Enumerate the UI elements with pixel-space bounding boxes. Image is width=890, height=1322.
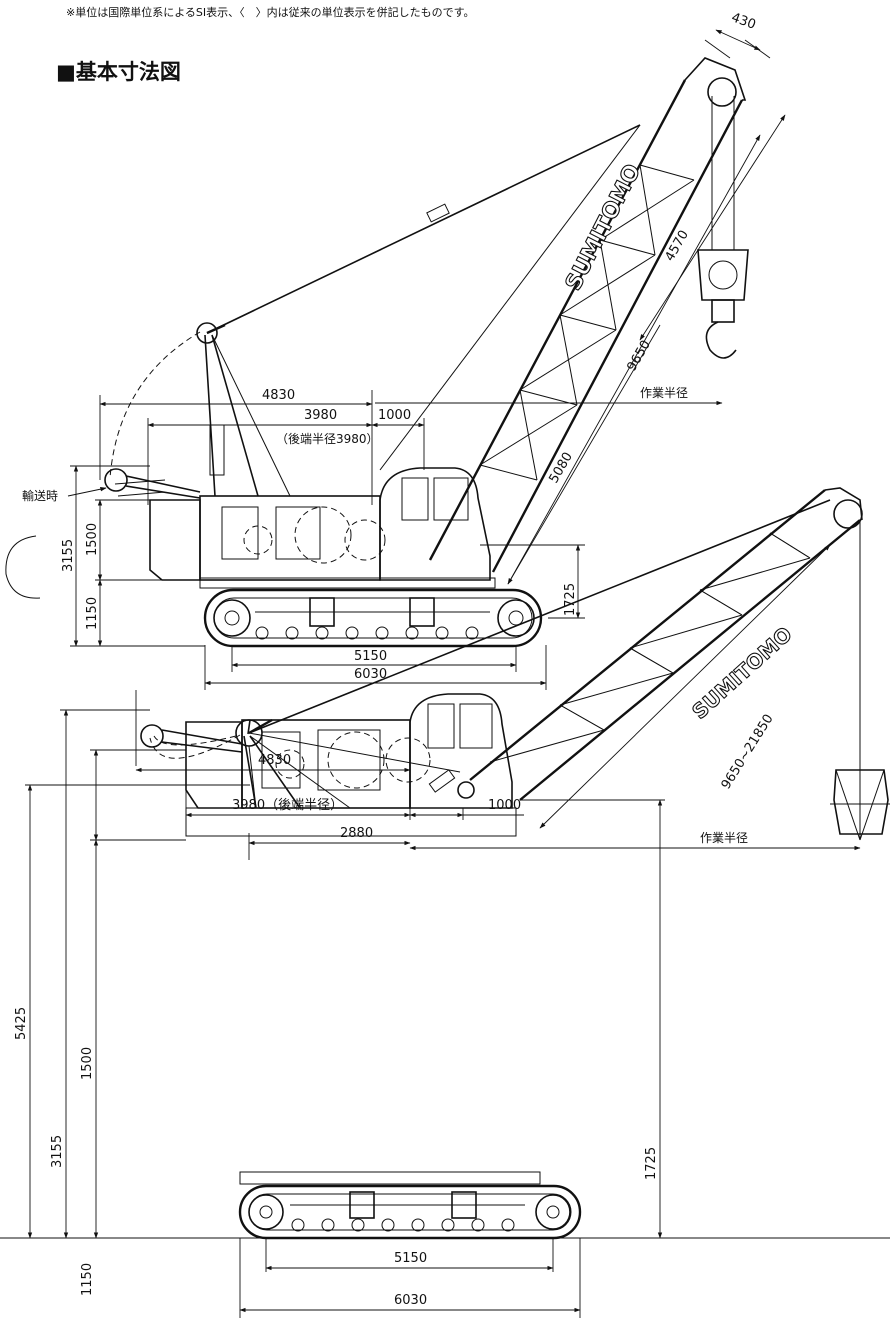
punch-hole-mark [5,535,41,599]
upper-transport-arc [109,331,201,479]
lower-dim-boom-range: 9650~21850 [719,712,777,792]
lower-working-radius-label: 作業半径 [700,831,748,845]
lower-dim-3155: 3155 [50,1135,65,1168]
upper-dim-5150: 5150 [354,649,387,664]
lower-crane-drawing: SUMITOMO [0,487,890,1240]
lower-dim-1150: 1150 [80,1263,95,1296]
upper-gantry [114,322,291,497]
upper-dim-5080: 5080 [546,450,576,486]
lower-grab-bucket [830,520,890,841]
upper-transport-label: 輸送時 [22,488,58,503]
lower-brand-logo: SUMITOMO [687,622,796,724]
lower-gantry [235,719,351,809]
page-title: ■基本寸法図 [56,60,181,84]
upper-dim-3980: 3980 [304,408,337,423]
upper-dim-430: 430 [729,10,757,33]
upper-transport-gantry [104,468,201,499]
upper-dim-1500: 1500 [85,523,100,556]
lower-dim-6030: 6030 [394,1293,427,1308]
lower-dim-1725: 1725 [644,1147,659,1180]
upper-dim-3155: 3155 [61,539,76,572]
upper-crawler-track [203,588,543,648]
upper-dim-4570: 4570 [662,228,692,264]
upper-dim-4830: 4830 [262,388,295,403]
upper-crane-drawing: SUMITOMO [104,57,749,648]
upper-dim-6030: 6030 [354,667,387,682]
upper-pendant-line [206,124,641,334]
lower-dim-1500: 1500 [80,1047,95,1080]
lower-crawler-track [238,1184,582,1240]
lower-dimensions: 4830 3980（後端半径） 1000 2880 9650~21850 作業半… [14,544,861,1318]
lower-pendant-line [248,499,831,734]
lower-transport-gantry [140,724,243,753]
lower-dim-5150: 5150 [394,1251,427,1266]
lower-dim-3980: 3980（後端半径） [232,798,343,813]
units-note: ※単位は国際単位系によるSI表示、〈 〉内は従来の単位表示を併記したものです。 [66,6,475,19]
lower-lattice-boom: SUMITOMO [469,487,863,801]
upper-dim-1725: 1725 [563,583,578,616]
upper-brand-logo: SUMITOMO [561,160,646,294]
lower-dim-5425: 5425 [14,1007,29,1040]
upper-dim-1000: 1000 [378,408,411,423]
upper-tail-radius-note: （後端半径3980） [276,432,379,446]
lower-dim-4830: 4830 [258,753,291,768]
lower-dim-2880: 2880 [340,826,373,841]
upper-working-radius-label: 作業半径 [640,386,688,400]
lower-dim-1000: 1000 [488,798,521,813]
upper-body [149,467,496,589]
upper-dim-1150: 1150 [85,597,100,630]
